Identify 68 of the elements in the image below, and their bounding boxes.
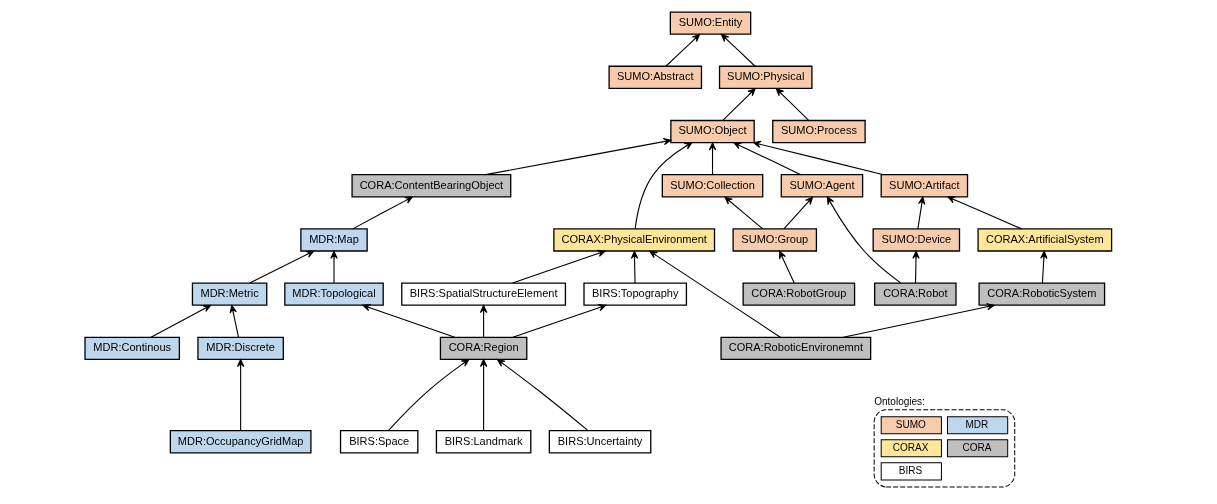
node-box: SUMO:Device bbox=[872, 228, 961, 252]
arrow bbox=[724, 196, 764, 230]
arrow bbox=[753, 140, 885, 176]
node-box: SUMO:Abstract bbox=[608, 65, 703, 89]
node-box: CORA:RoboticEnvironemnt bbox=[720, 336, 872, 361]
arrow bbox=[708, 142, 717, 176]
node-box: SUMO:Agent bbox=[780, 174, 864, 198]
legend-label: CORAX bbox=[892, 441, 929, 453]
node-box: SUMO:Artifact bbox=[880, 174, 969, 198]
node-box: BIRS:Space bbox=[339, 430, 419, 454]
arrow bbox=[826, 196, 902, 284]
arrow bbox=[479, 359, 488, 432]
arrow bbox=[842, 303, 995, 338]
arrow bbox=[362, 304, 456, 338]
arrow bbox=[917, 196, 926, 230]
arrow bbox=[733, 142, 802, 176]
node-box: SUMO:Entity bbox=[669, 11, 752, 35]
arrow bbox=[722, 88, 756, 121]
arrow bbox=[387, 359, 470, 432]
node-box: SUMO:Object bbox=[670, 119, 755, 144]
node-box: BIRS:Landmark bbox=[435, 430, 532, 454]
arrow bbox=[497, 359, 589, 431]
node-box: MDR:Discrete bbox=[197, 336, 284, 361]
node-box: MDR:Metric bbox=[191, 282, 268, 306]
arrow bbox=[512, 249, 606, 284]
arrow bbox=[665, 33, 701, 67]
node-box: SUMO:Group bbox=[732, 228, 818, 252]
arrow bbox=[236, 359, 245, 432]
arrow bbox=[912, 250, 920, 284]
node-box: MDR:Map bbox=[300, 228, 368, 252]
label: Ontologies: bbox=[874, 395, 925, 407]
node-box: MDR:Continous bbox=[84, 336, 181, 361]
arrow bbox=[630, 250, 639, 284]
node-box: CORA:Robot bbox=[874, 282, 957, 306]
arrow bbox=[485, 137, 672, 176]
arrow bbox=[330, 250, 338, 284]
arrow bbox=[634, 142, 693, 229]
arrow bbox=[352, 196, 413, 230]
arrow bbox=[150, 304, 212, 338]
arrow bbox=[779, 250, 795, 284]
arrow bbox=[1040, 250, 1048, 284]
node-box: BIRS:SpatialStructureElement bbox=[401, 282, 567, 306]
arrow bbox=[512, 304, 607, 338]
arrow bbox=[783, 196, 814, 230]
node-box: CORAX:ArtificialSystem bbox=[977, 228, 1113, 252]
arrow bbox=[775, 88, 810, 121]
node-box: CORA:ContentBearingObject bbox=[351, 174, 512, 198]
arrow bbox=[249, 250, 315, 284]
node-box: SUMO:Process bbox=[772, 119, 866, 144]
arrow bbox=[720, 33, 756, 67]
legend-label: MDR bbox=[965, 418, 989, 430]
node-box: BIRS:Uncertainty bbox=[548, 430, 652, 454]
legend-label: SUMO bbox=[895, 418, 926, 430]
arrow bbox=[229, 305, 240, 338]
node-box: BIRS:Topography bbox=[583, 282, 688, 306]
legend-label: BIRS bbox=[898, 464, 923, 476]
node-box: SUMO:Collection bbox=[661, 174, 764, 198]
node-box: CORAX:PhysicalEnvironment bbox=[553, 228, 716, 252]
arrow bbox=[947, 196, 1023, 230]
legend-label: CORA bbox=[962, 441, 992, 453]
arrow bbox=[649, 250, 781, 338]
node-box: CORA:Region bbox=[439, 336, 528, 361]
node-box: MDR:Topological bbox=[284, 282, 384, 306]
node-box: CORA:RobotGroup bbox=[742, 282, 856, 306]
node-box: SUMO:Physical bbox=[718, 65, 813, 89]
arrow bbox=[479, 305, 488, 338]
node-box: MDR:OccupancyGridMap bbox=[169, 430, 312, 454]
node-box: CORA:RoboticSystem bbox=[978, 282, 1106, 306]
